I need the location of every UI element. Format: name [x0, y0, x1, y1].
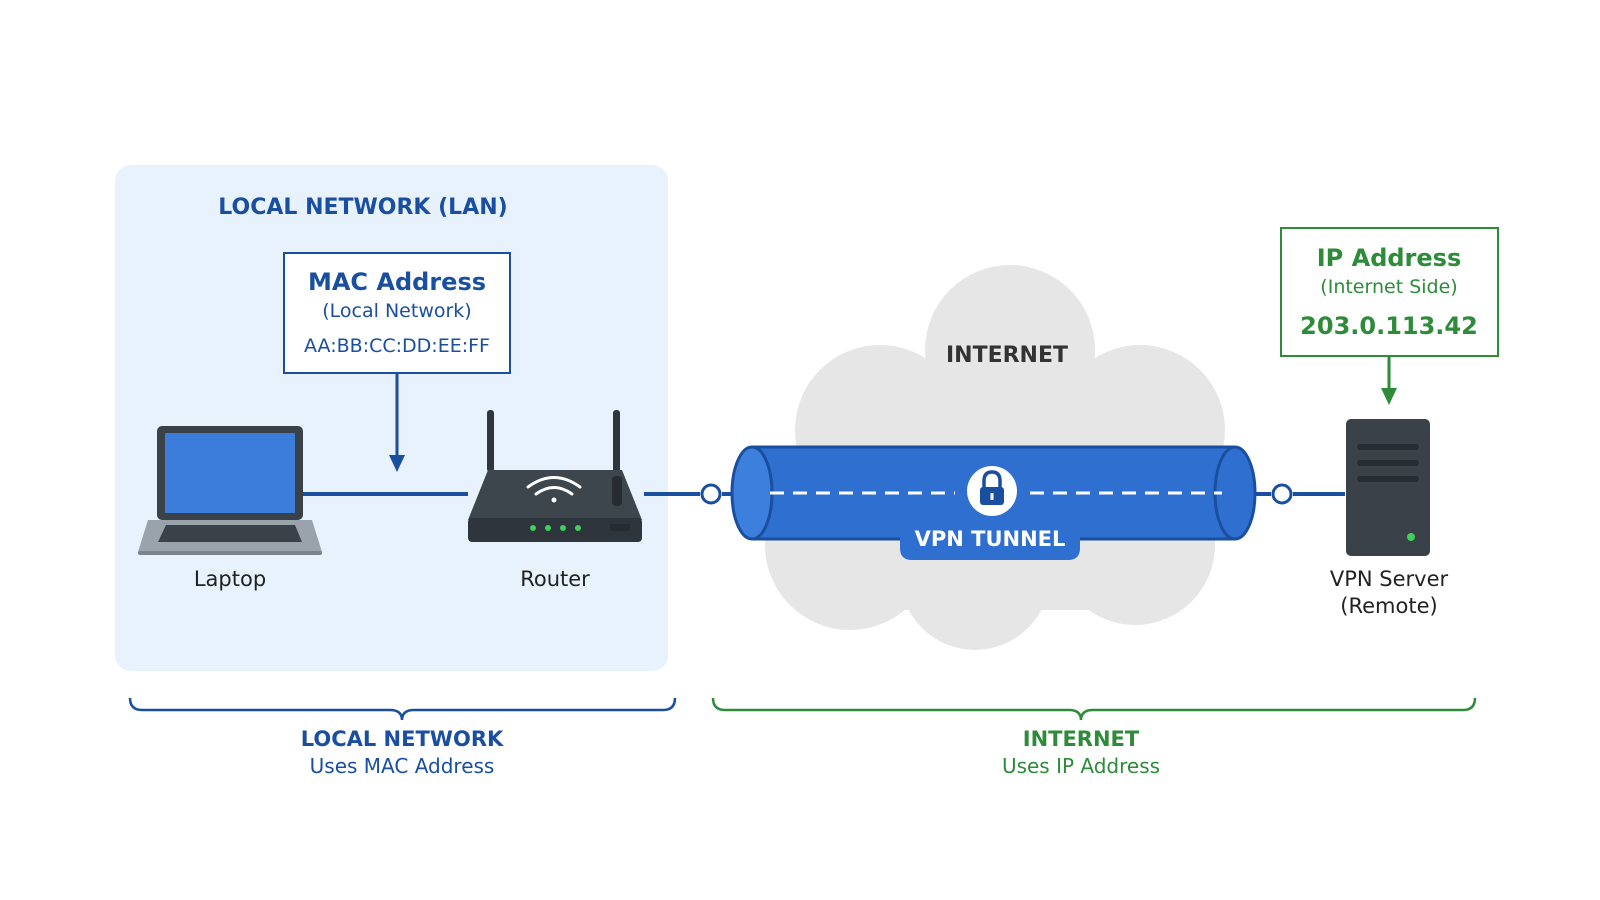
- vpn-tunnel: [730, 445, 1257, 560]
- cloud-label: INTERNET: [946, 343, 1068, 368]
- mac-arrow: [389, 373, 405, 472]
- server-icon: [1346, 419, 1430, 556]
- connection-node-right: [1271, 483, 1293, 505]
- router-label: Router: [520, 567, 590, 591]
- mac-box-value: AA:BB:CC:DD:EE:FF: [304, 335, 490, 357]
- ip-address-box: IP Address (Internet Side) 203.0.113.42: [1280, 227, 1499, 357]
- internet-bracket-subtitle: Uses IP Address: [1002, 754, 1160, 778]
- laptop-icon: [138, 426, 322, 555]
- local-network-title: LOCAL NETWORK: [301, 727, 504, 751]
- ip-arrow: [1381, 356, 1397, 405]
- server-label-line1: VPN Server: [1330, 567, 1449, 591]
- mac-address-box: MAC Address (Local Network) AA:BB:CC:DD:…: [283, 252, 511, 374]
- lan-title: LOCAL NETWORK (LAN): [218, 195, 507, 220]
- server-label-line2: (Remote): [1340, 594, 1437, 618]
- wifi-icon: [526, 476, 582, 503]
- local-network-subtitle: Uses MAC Address: [310, 754, 495, 778]
- internet-bracket: [711, 697, 1477, 721]
- ip-box-value: 203.0.113.42: [1300, 312, 1478, 340]
- ip-box-title: IP Address: [1317, 244, 1462, 272]
- laptop-label: Laptop: [194, 567, 266, 591]
- lock-icon: [967, 466, 1017, 516]
- mac-box-subtitle: (Local Network): [322, 300, 471, 322]
- router-icon: [468, 410, 642, 542]
- lan-panel: [115, 165, 668, 671]
- local-network-bracket: [128, 697, 677, 721]
- connection-node-left: [700, 483, 722, 505]
- mac-box-title: MAC Address: [308, 268, 486, 296]
- internet-bracket-title: INTERNET: [1023, 727, 1140, 751]
- tunnel-label: VPN TUNNEL: [915, 527, 1066, 551]
- ip-box-subtitle: (Internet Side): [1320, 276, 1457, 298]
